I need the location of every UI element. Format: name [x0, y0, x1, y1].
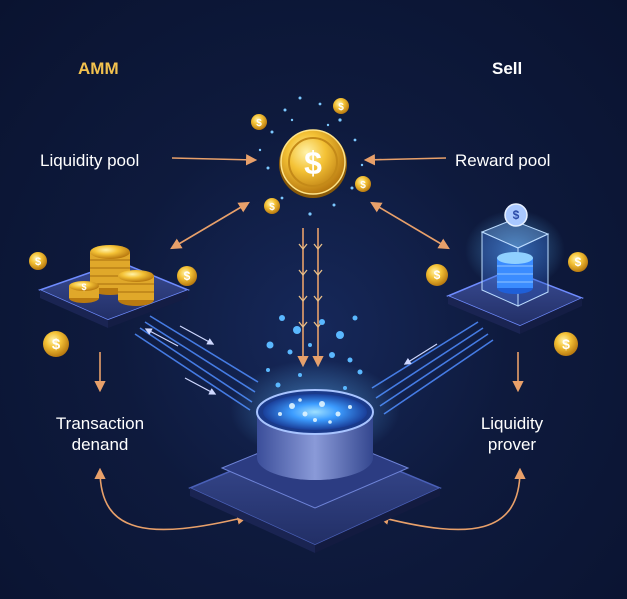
label-liquidity-pool: Liquidity pool [40, 151, 140, 170]
coin-stack-icon: $ [69, 245, 154, 306]
svg-text:$: $ [184, 269, 191, 283]
svg-text:$: $ [338, 102, 344, 113]
connection-lines-left [134, 315, 259, 411]
header-amm: AMM [78, 59, 119, 78]
label-transaction-demand: Transaction denand [45, 413, 155, 455]
orange-arrows [94, 154, 526, 531]
label-reward-pool: Reward pool [455, 151, 551, 170]
svg-text:$: $ [304, 145, 322, 181]
arrow-coin-to-cube [370, 201, 450, 250]
arrow-reward-to-coin [363, 154, 447, 166]
header-sell: Sell [492, 59, 523, 78]
svg-text:$: $ [513, 208, 520, 222]
label-liquidity-prover: Liquidity prover [462, 413, 562, 455]
svg-text:$: $ [256, 118, 262, 129]
small-coins-left: $ $ $ [29, 252, 197, 357]
svg-text:$: $ [269, 202, 275, 213]
small-coins-right: $ $ $ [426, 252, 588, 356]
small-coins-top: $ $ $ $ [251, 98, 371, 214]
arrow-tx-to-platform [94, 467, 249, 531]
rising-bubbles [266, 315, 363, 390]
glass-cube-icon: $ [465, 203, 565, 307]
thin-arrows-flow [144, 325, 438, 395]
dollar-coin-icon: $ [279, 129, 347, 198]
svg-text:$: $ [360, 180, 366, 191]
label-transaction-demand-line1: Transaction [55, 414, 145, 433]
svg-text:$: $ [562, 336, 570, 352]
svg-text:$: $ [434, 268, 441, 282]
liquidity-pool-cylinder-icon [230, 360, 400, 480]
down-chevrons [298, 243, 323, 329]
svg-text:$: $ [35, 256, 41, 268]
svg-text:$: $ [81, 282, 86, 292]
label-liquidity-prover-line2: prover [487, 435, 537, 454]
connection-lines-right [371, 321, 494, 415]
arrow-prov-to-platform [377, 467, 526, 531]
arrow-liquidity-to-coin [171, 154, 258, 166]
sparkle-particles [258, 96, 364, 216]
svg-text:$: $ [575, 255, 582, 269]
svg-text:$: $ [52, 336, 61, 353]
label-transaction-demand-line2: denand [71, 435, 129, 454]
arrow-coin-to-stack [170, 201, 250, 250]
label-liquidity-prover-line1: Liquidity [480, 414, 544, 433]
